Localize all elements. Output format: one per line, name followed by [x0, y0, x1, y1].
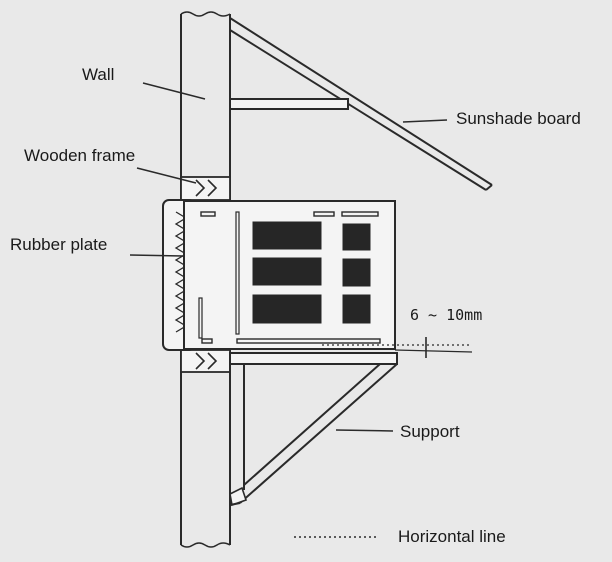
ac-unit [183, 200, 396, 350]
legend-horizontal-line-label: Horizontal line [398, 527, 506, 546]
label-gap: 6 ~ 10mm [410, 306, 483, 324]
leader-rubber-plate [129, 254, 184, 257]
label-support: Support [400, 422, 460, 441]
label-wall: Wall [82, 65, 115, 84]
label-rubber-plate: Rubber plate [10, 235, 108, 254]
label-wooden-frame: Wooden frame [24, 146, 136, 165]
leader-wooden-frame [136, 167, 197, 184]
sunshade-board [229, 17, 493, 191]
support-bracket [229, 352, 398, 507]
leader-sunshade [402, 119, 448, 123]
label-sunshade-board: Sunshade board [456, 109, 581, 128]
unit-base-line [394, 349, 473, 353]
leader-support [335, 429, 394, 432]
leader-wall [142, 82, 206, 100]
